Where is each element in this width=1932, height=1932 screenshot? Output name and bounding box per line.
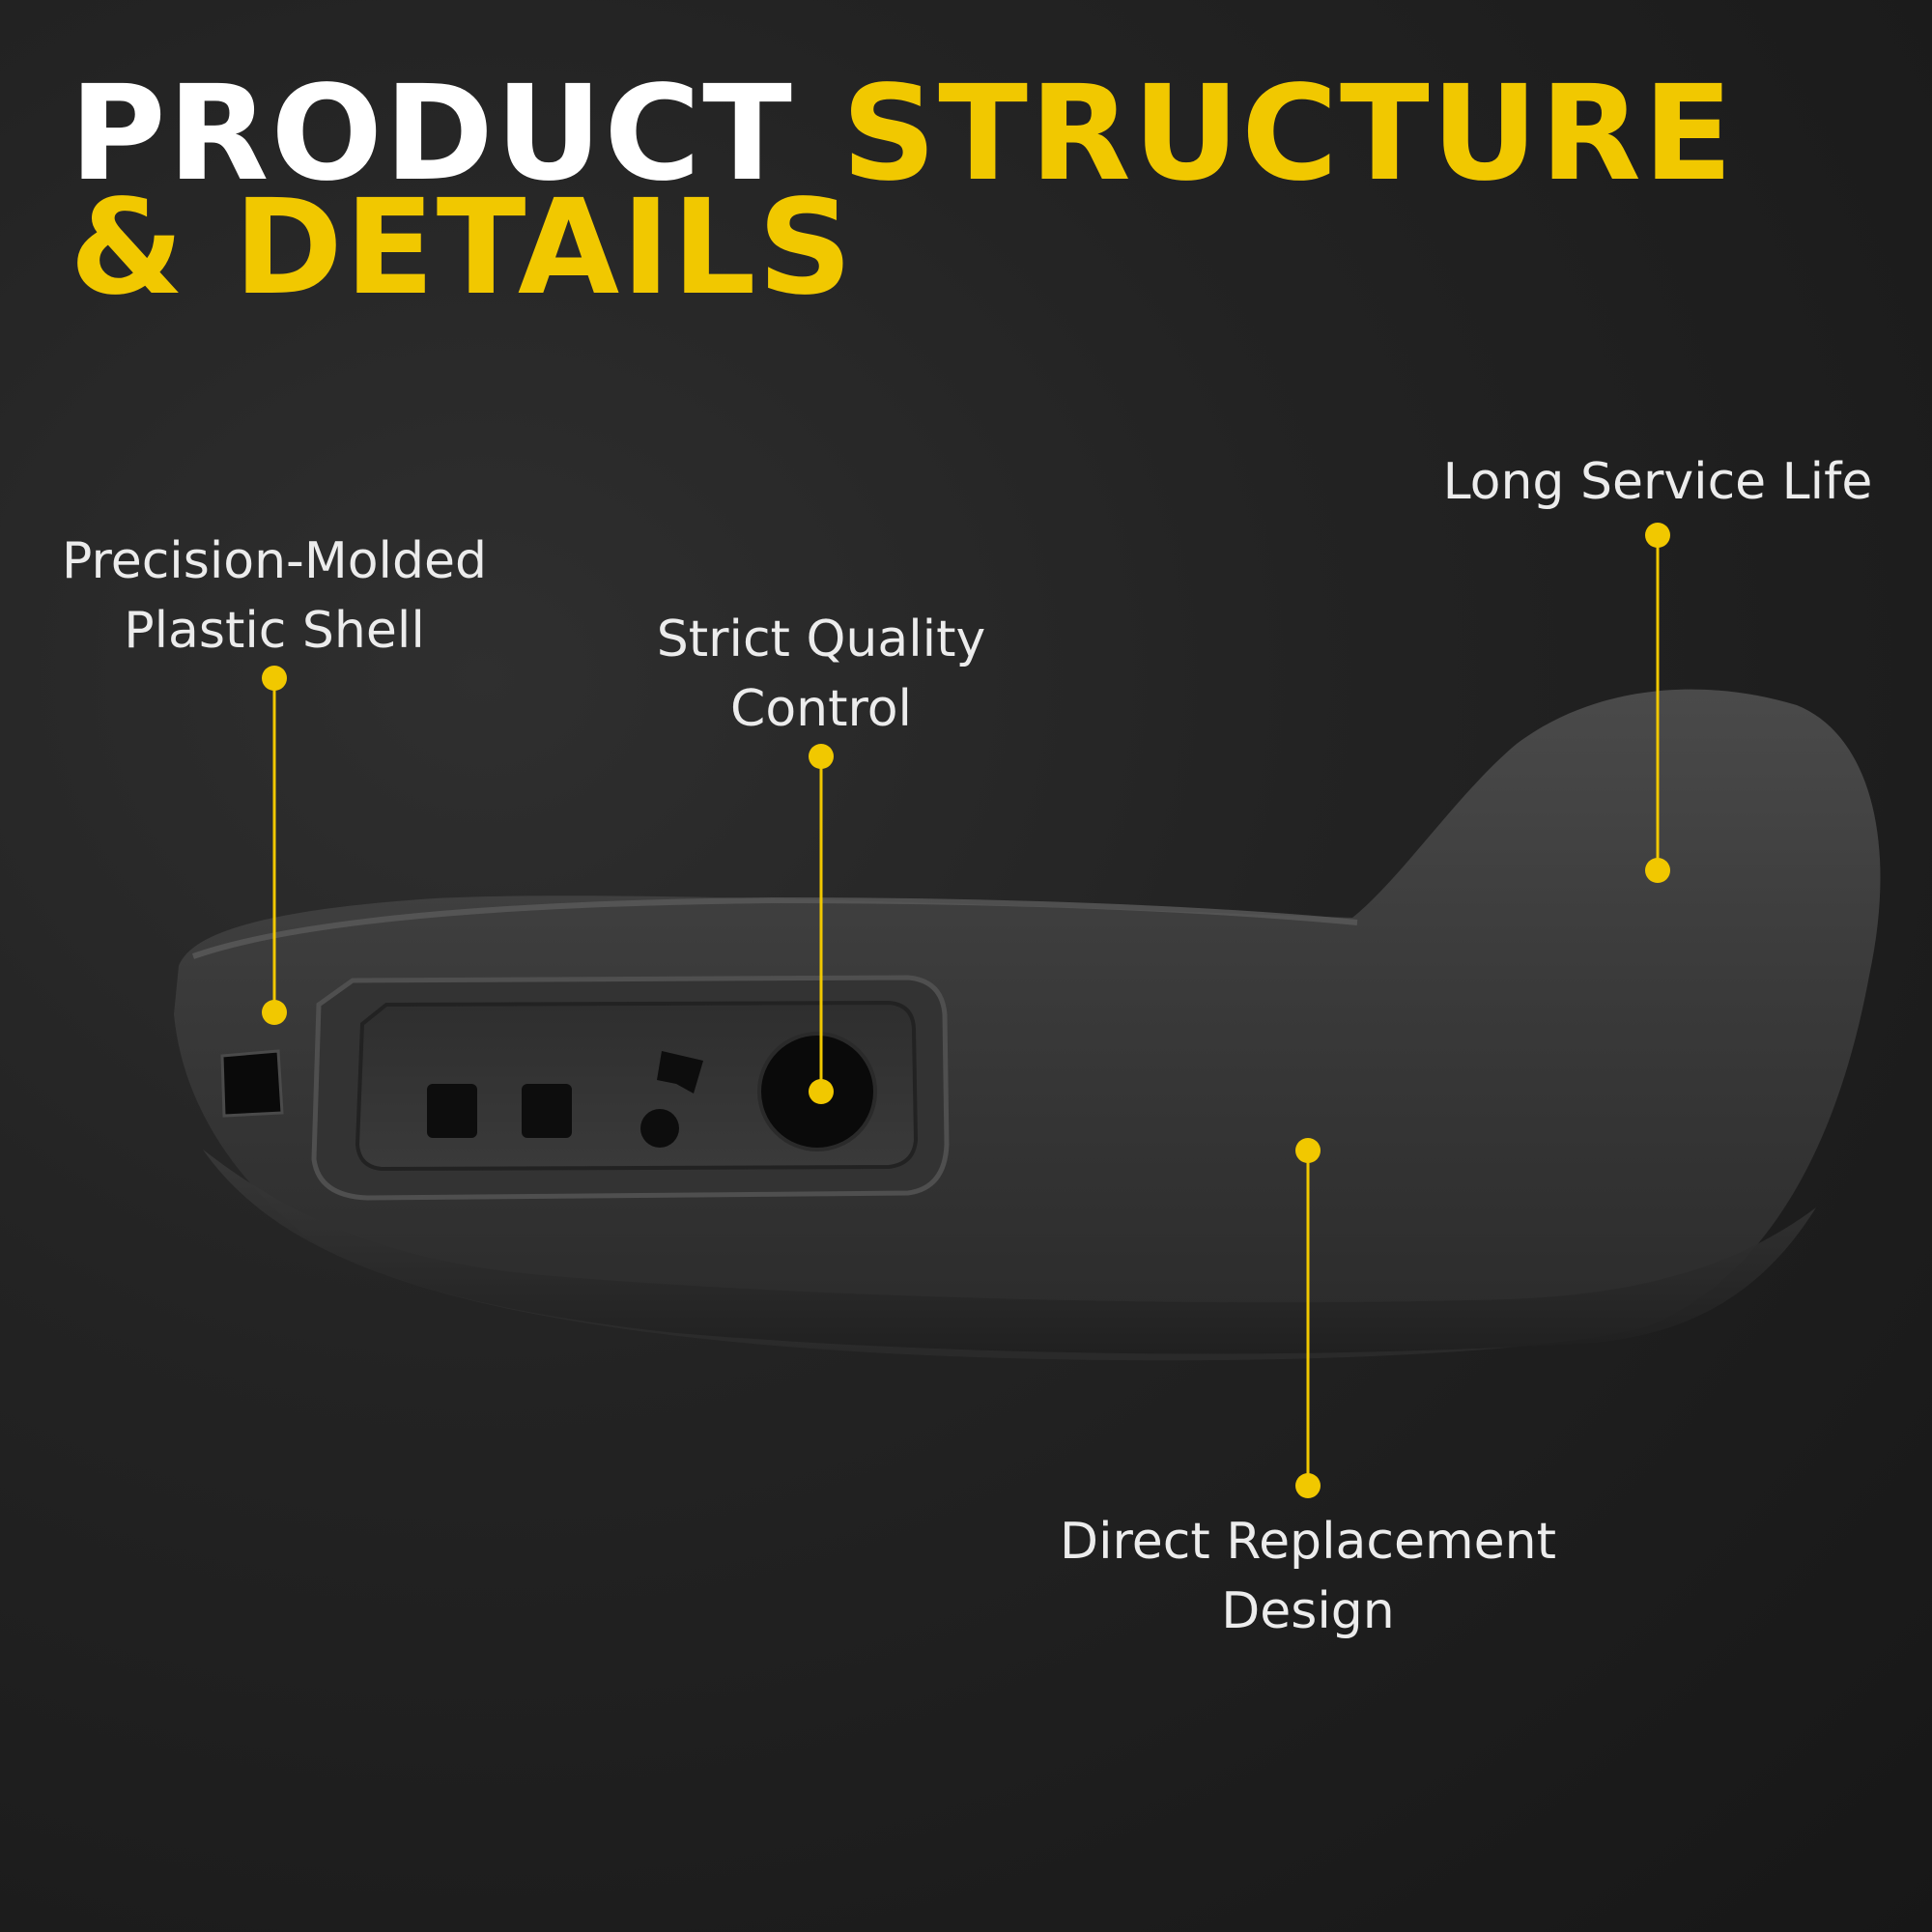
label-replacement-line1: Direct Replacement — [1060, 1513, 1556, 1571]
callout-line-quality — [819, 756, 823, 1092]
title-accent-word: STRUCTURE — [841, 58, 1735, 211]
label-long-service: Long Service Life — [1443, 447, 1873, 517]
panel-lower-edge — [203, 1150, 1816, 1354]
callout-dot-service-bottom — [1645, 858, 1670, 883]
label-precision-line2: Plastic Shell — [124, 602, 425, 660]
mount-hole — [220, 1049, 284, 1118]
callout-line-replacement — [1306, 1151, 1310, 1486]
switch-hole-4 — [640, 1109, 679, 1148]
label-quality-line1: Strict Quality — [656, 611, 986, 668]
callout-line-precision — [272, 678, 276, 1012]
panel-top-ridge — [192, 896, 1358, 959]
switch-hole-1 — [427, 1084, 477, 1138]
label-precision-molded: Precision-Molded Plastic Shell — [62, 526, 487, 666]
callout-dot-quality-bottom — [809, 1079, 834, 1104]
switch-hole-2 — [522, 1084, 572, 1138]
label-replacement-line2: Design — [1221, 1582, 1395, 1640]
label-service-line1: Long Service Life — [1442, 453, 1873, 511]
title-second-line: & DETAILS — [70, 172, 855, 325]
switch-hole-3 — [657, 1051, 703, 1094]
label-strict-quality: Strict Quality Control — [657, 605, 986, 744]
callout-dot-precision-bottom — [262, 1000, 287, 1025]
callout-line-service — [1656, 535, 1660, 870]
page-title: PRODUCT STRUCTURE & DETAILS — [70, 69, 1735, 314]
label-quality-line2: Control — [730, 680, 912, 738]
label-precision-line1: Precision-Molded — [62, 532, 487, 590]
label-direct-replacement: Direct Replacement Design — [1060, 1507, 1556, 1646]
title-white-word: PRODUCT — [70, 58, 794, 211]
callout-dot-replacement-bottom — [1295, 1473, 1321, 1498]
